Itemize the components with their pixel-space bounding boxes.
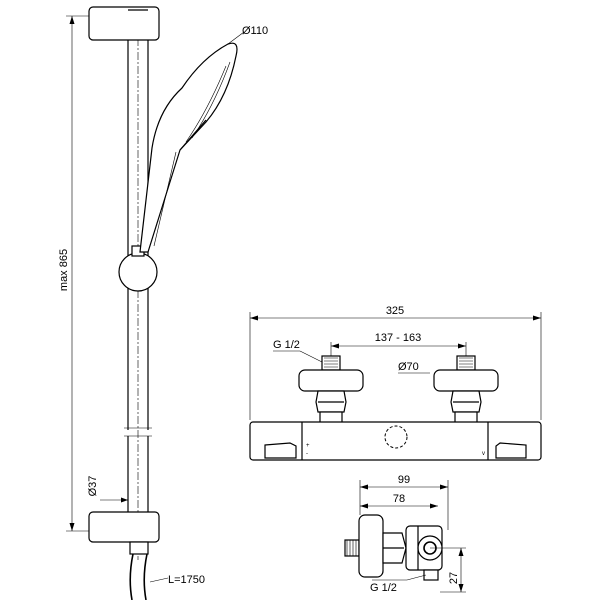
inlet-thread-side-label: G 1/2 xyxy=(370,582,397,594)
svg-text:v: v xyxy=(482,451,485,457)
svg-text:+: + xyxy=(306,443,310,449)
handshower-diameter-label: Ø110 xyxy=(242,25,268,37)
rail-diameter-label: Ø37 xyxy=(87,476,99,497)
projection-total-label: 99 xyxy=(398,474,410,486)
outlet-hidden-circle xyxy=(384,425,408,449)
hose-length-label: L=1750 xyxy=(168,574,205,586)
top-wall-bracket xyxy=(88,6,160,41)
mixer-body xyxy=(249,421,542,461)
hose xyxy=(129,553,148,600)
inlet-thread-top-label: G 1/2 xyxy=(273,339,300,351)
mixer-width-label: 325 xyxy=(386,305,404,317)
escutcheon-diameter-label: Ø70 xyxy=(398,361,419,373)
left-escutcheon xyxy=(298,369,364,392)
slider-knob xyxy=(118,252,158,292)
mixer-front-view: 325 137 - 163 G 1/2 Ø70 xyxy=(249,305,542,461)
mixer-side-view: 99 78 G 1/2 27 xyxy=(344,474,466,594)
bottom-wall-bracket xyxy=(88,511,160,543)
side-escutcheon xyxy=(358,514,384,578)
inlet-spacing-label: 137 - 163 xyxy=(375,332,421,344)
projection-body-label: 78 xyxy=(393,493,405,505)
shower-rail-view: max 865 Ø110 Ø37 L=1750 xyxy=(58,6,268,600)
outlet-offset-label: 27 xyxy=(448,572,460,584)
max-height-label: max 865 xyxy=(58,249,70,291)
right-escutcheon xyxy=(433,369,499,392)
svg-text:-: - xyxy=(306,451,308,457)
